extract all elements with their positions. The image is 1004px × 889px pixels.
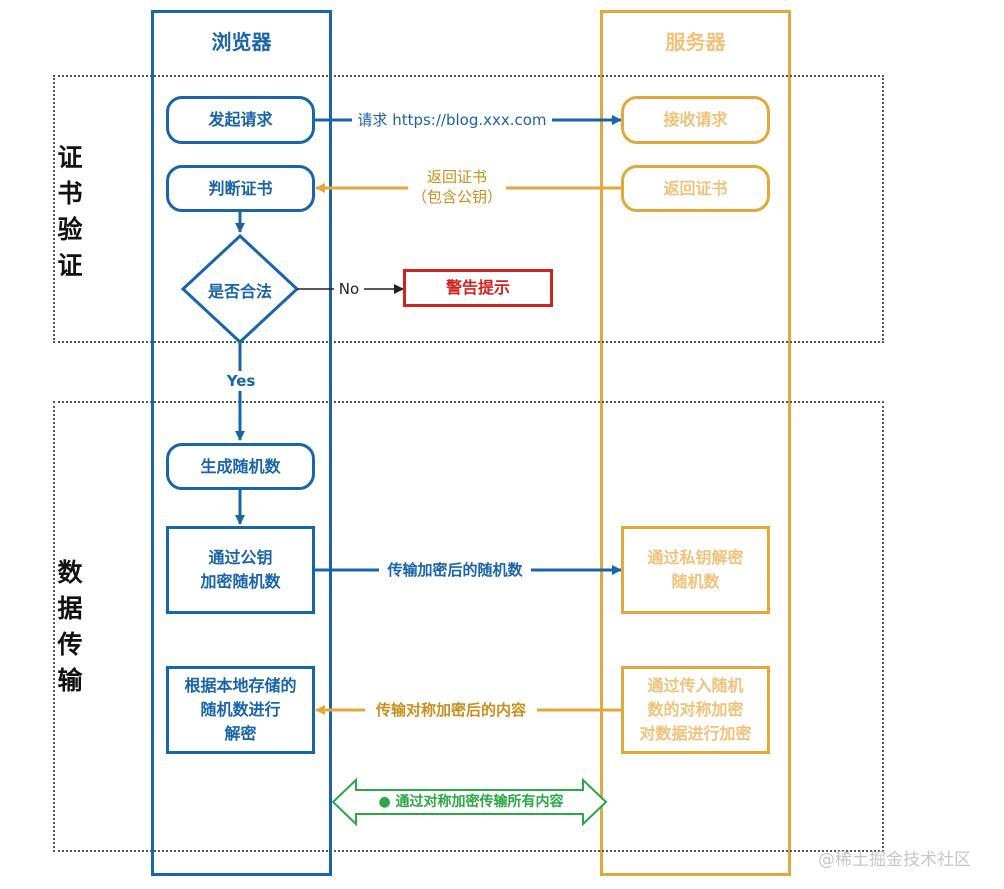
decrypt-privkey-line2: 随机数 xyxy=(671,572,720,591)
decrypt-local-node: 根据本地存储的 随机数进行 解密 xyxy=(166,666,315,754)
no-edge-label: No xyxy=(334,279,364,299)
cert-verification-label: 证书验证 xyxy=(57,143,83,280)
all-content-label: ● 通过对称加密传输所有内容 xyxy=(361,792,581,812)
yes-edge-label: Yes xyxy=(222,371,260,391)
decrypt-local-line1: 根据本地存储的 xyxy=(184,676,297,695)
return-cert-edge-label: 返回证书 （包含公钥） xyxy=(408,167,506,207)
encrypt-pubkey-line2: 加密随机数 xyxy=(200,572,281,591)
watermark: @稀土掘金技术社区 xyxy=(818,850,971,870)
return-cert-node: 返回证书 xyxy=(621,165,770,212)
browser-lane-title: 浏览器 xyxy=(211,30,272,54)
cert-verification-section xyxy=(53,75,884,343)
server-lane xyxy=(600,10,791,876)
data-transfer-section xyxy=(53,401,884,852)
all-content-text: 通过对称加密传输所有内容 xyxy=(395,794,564,810)
decrypt-local-line3: 解密 xyxy=(224,724,257,743)
sym-encrypt-line3: 对数据进行加密 xyxy=(639,724,752,743)
warning-node: 警告提示 xyxy=(403,269,553,307)
decrypt-local-line2: 随机数进行 xyxy=(200,700,281,719)
decrypt-privkey-node: 通过私钥解密 随机数 xyxy=(621,526,770,614)
verify-cert-node: 判断证书 xyxy=(166,165,315,212)
send-encrypted-random-label: 传输加密后的随机数 xyxy=(379,560,531,580)
gen-random-node: 生成随机数 xyxy=(166,443,315,490)
data-transfer-label: 数据传输 xyxy=(57,558,83,695)
sym-encrypt-line2: 数的对称加密 xyxy=(647,700,744,719)
sym-encrypt-node: 通过传入随机 数的对称加密 对数据进行加密 xyxy=(621,666,770,754)
return-cert-edge-label-line2: （包含公钥） xyxy=(411,188,502,206)
receive-request-node: 接收请求 xyxy=(621,96,770,144)
request-edge-label: 请求 https://blog.xxx.com xyxy=(352,110,552,130)
return-cert-edge-label-line1: 返回证书 xyxy=(426,168,487,186)
decrypt-privkey-line1: 通过私钥解密 xyxy=(647,548,744,567)
is-valid-label: 是否合法 xyxy=(207,282,272,301)
sym-encrypt-line1: 通过传入随机 xyxy=(647,676,744,695)
browser-lane xyxy=(151,10,332,876)
send-sym-content-label: 传输对称加密后的内容 xyxy=(365,700,537,720)
initiate-request-node: 发起请求 xyxy=(166,96,315,144)
server-lane-title: 服务器 xyxy=(665,30,726,54)
encrypt-pubkey-line1: 通过公钥 xyxy=(208,548,273,567)
all-content-double-arrow xyxy=(331,777,608,827)
bullet-dot-icon: ● xyxy=(378,794,391,810)
encrypt-pubkey-node: 通过公钥 加密随机数 xyxy=(166,526,315,614)
